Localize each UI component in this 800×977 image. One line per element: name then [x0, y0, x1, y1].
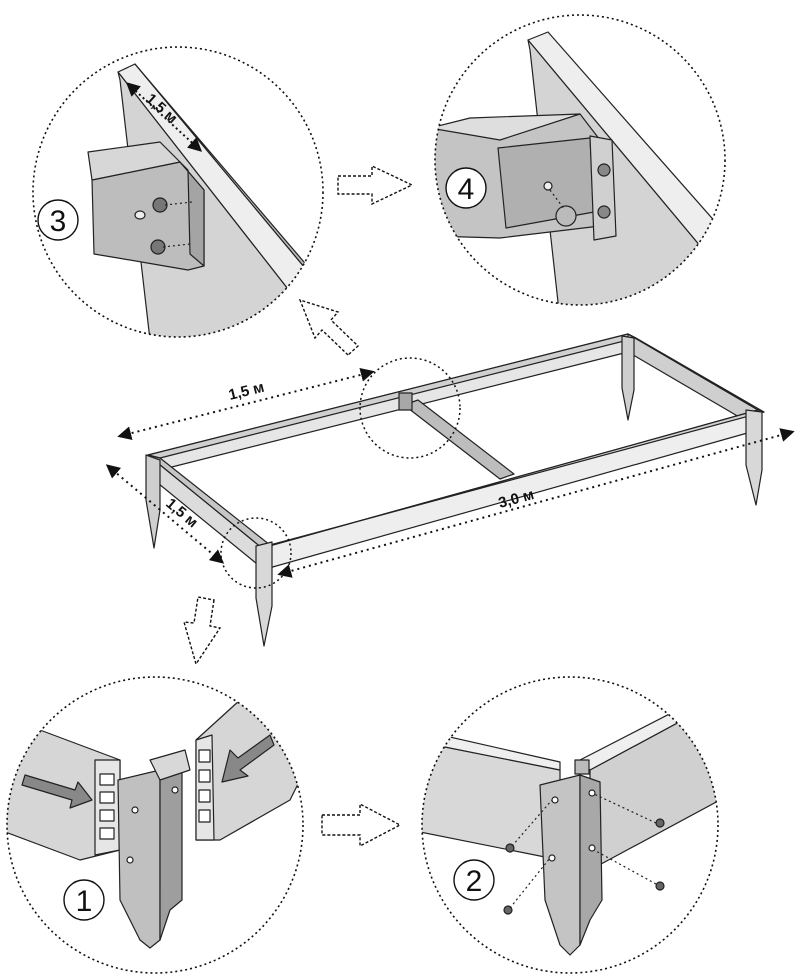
- step-1-badge: [63, 879, 105, 921]
- arrow-corner-to-1: [183, 596, 222, 666]
- arrow-1-to-2: [321, 802, 402, 848]
- step-4-badge: [445, 167, 487, 209]
- detail-3-dim-line: [125, 82, 203, 152]
- dim-line-width-side: [105, 464, 225, 564]
- crossbar: [403, 399, 515, 480]
- detail-3: 1,5 м 3: [32, 46, 324, 338]
- step-2-badge: [453, 859, 495, 901]
- highlight-crossbar: [359, 357, 461, 459]
- main-frame: [145, 333, 765, 647]
- step-3-badge: [37, 199, 79, 241]
- post-back-right: [621, 335, 635, 421]
- highlight-corner: [220, 517, 292, 589]
- right-short-panel: [627, 333, 759, 429]
- dim-line-length: [277, 428, 795, 578]
- detail-1: 1: [6, 676, 304, 974]
- post-front-left: [255, 541, 273, 647]
- step-2-number: 2: [466, 865, 483, 898]
- arrow-frame-to-3: [298, 298, 360, 356]
- dimension-lines: [105, 367, 795, 578]
- step-3-number: 3: [50, 205, 67, 238]
- dim-line-width-top: [117, 367, 375, 441]
- bracket-plate: [91, 161, 205, 271]
- left-short-panel: [147, 454, 263, 569]
- step-4-number: 4: [458, 173, 475, 206]
- detail-2: 2: [421, 676, 719, 974]
- pointer-arrows: [183, 164, 414, 848]
- arrow-3-to-4: [337, 164, 414, 206]
- detail-4: 4: [434, 14, 726, 306]
- post-back-left: [145, 454, 161, 549]
- step-1-number: 1: [76, 885, 93, 918]
- post-front-right: [745, 409, 763, 506]
